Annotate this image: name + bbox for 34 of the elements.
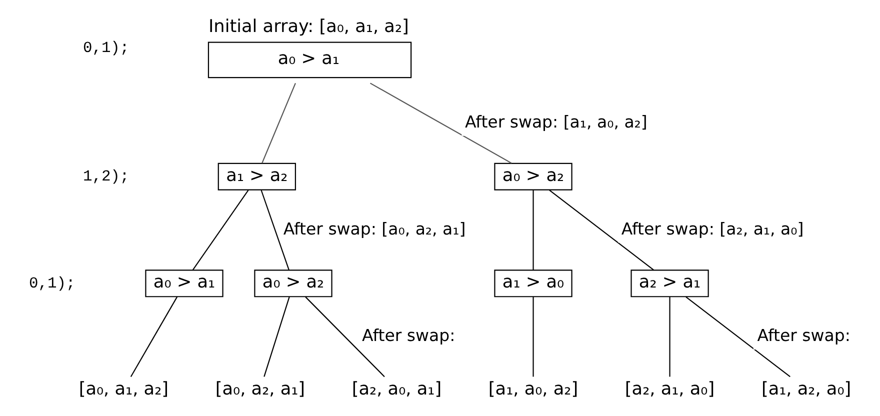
edge-label: After swap: [a₀, a₂, a₁]: [282, 219, 466, 238]
node-box: a₂ > a₁: [630, 270, 708, 298]
node-text: [a₂, a₁, a₀]: [624, 379, 714, 400]
node-label: Initial array: [a₀, a₁, a₂]: [208, 17, 408, 38]
node-box: a₀ > a₁: [144, 270, 223, 298]
connector: [130, 296, 178, 377]
edge-label: After swap: [a₁, a₀, a₂]: [464, 112, 647, 132]
node-text: [a₂, a₀, a₁]: [351, 379, 442, 400]
node-text: [a₁, a₂, a₀]: [760, 379, 851, 400]
connector: [261, 82, 296, 164]
label: 0,1);: [82, 38, 129, 57]
connector: [532, 296, 534, 377]
node-box: a₀ > a₁: [207, 42, 412, 78]
label: 0,1);: [28, 274, 75, 292]
connector: [260, 190, 289, 270]
node-text: [a₀, a₁, a₂]: [78, 379, 168, 400]
connector: [263, 296, 290, 377]
connector: [548, 190, 654, 270]
connector: [532, 190, 534, 270]
edge-label: After swap:: [756, 326, 850, 346]
connector: [192, 190, 248, 270]
node-text: [a₁, a₀, a₂]: [488, 379, 578, 400]
node-box: a₁ > a₀: [494, 270, 572, 298]
edge-label: After swap: [a₂, a₁, a₀]: [620, 219, 804, 238]
label: 1,2);: [82, 168, 129, 186]
node-box: a₁ > a₂: [217, 162, 296, 190]
connector: [304, 296, 384, 378]
node-box: a₀ > a₂: [254, 270, 332, 298]
connector: [668, 296, 670, 377]
connector: [685, 296, 790, 378]
node-text: [a₀, a₂, a₁]: [214, 379, 305, 400]
edge-label: After swap:: [362, 326, 455, 346]
node-box: a₀ > a₂: [494, 162, 572, 190]
connector: [369, 82, 512, 164]
